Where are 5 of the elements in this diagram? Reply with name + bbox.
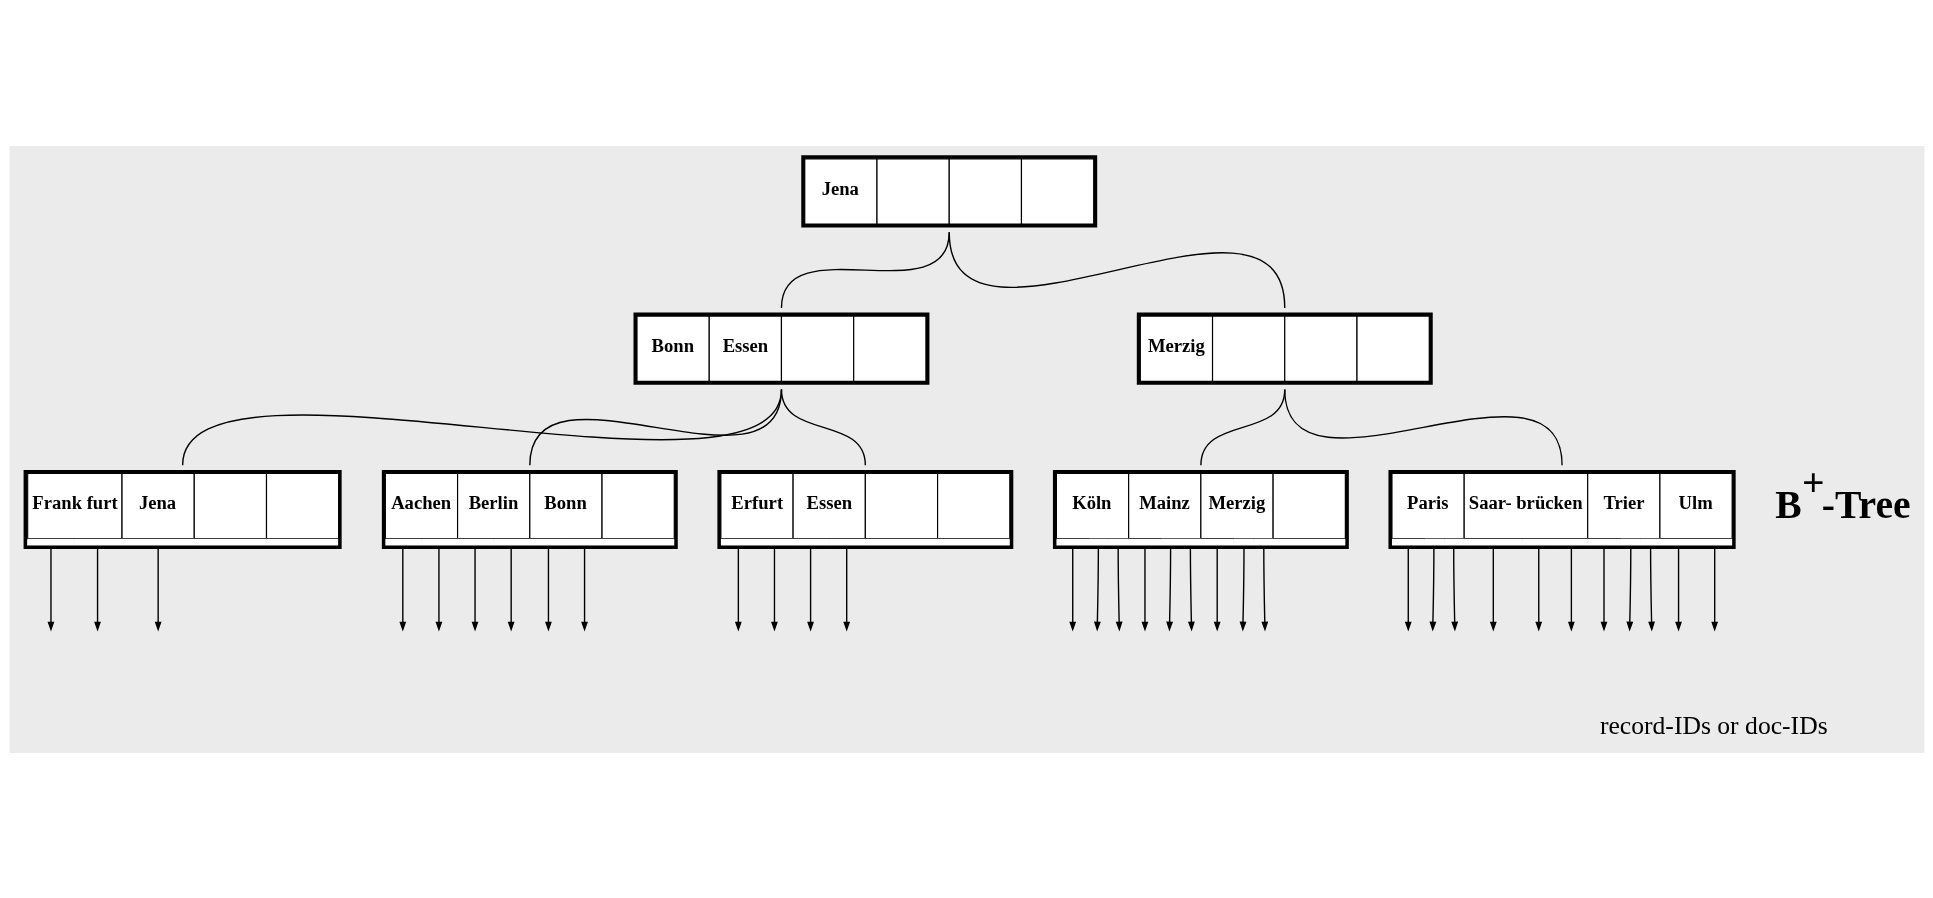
- connector: [948, 231, 1285, 309]
- connector: [1283, 388, 1563, 466]
- connector: [780, 388, 866, 466]
- connector: [780, 231, 950, 309]
- label: record-IDs or doc-IDs: [1599, 710, 1828, 740]
